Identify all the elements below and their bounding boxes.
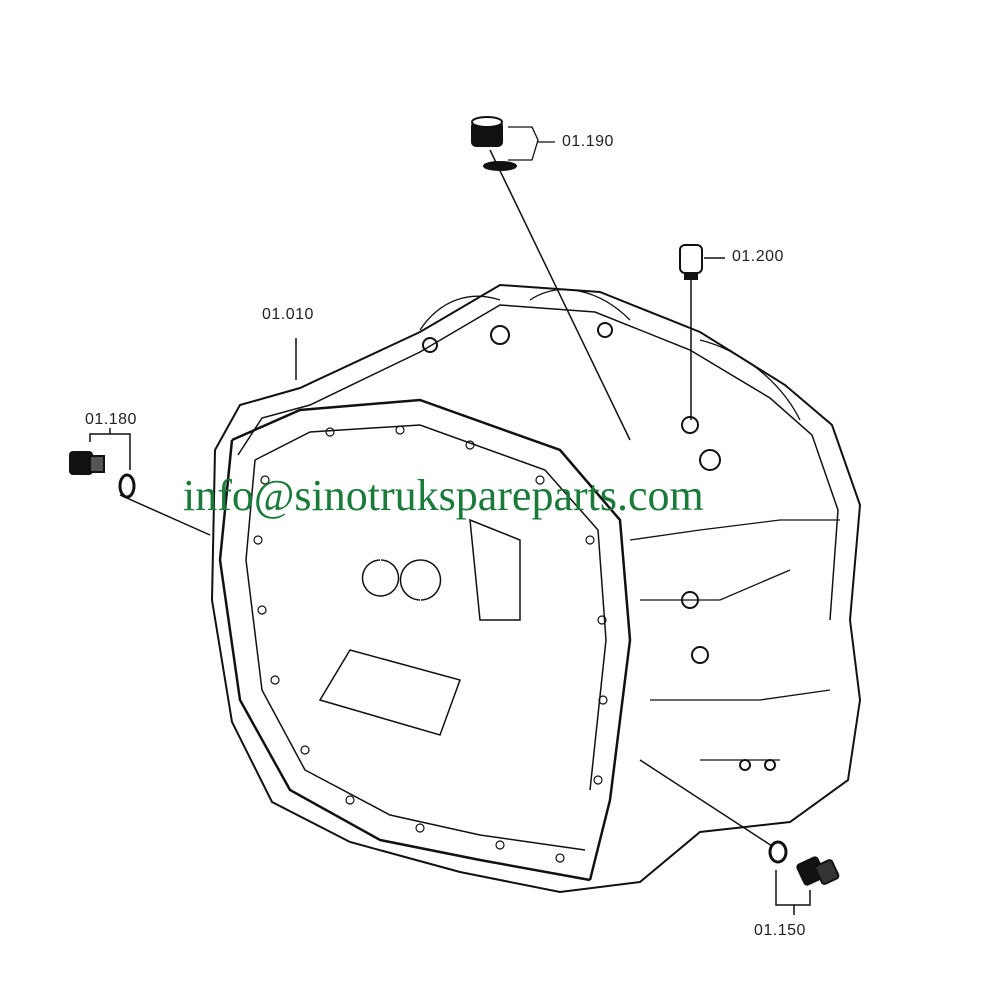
part-label-01-200: 01.200 <box>732 248 784 265</box>
housing-flange-inner <box>237 304 839 621</box>
bellhousing-face <box>218 398 632 882</box>
part-label-01-150: 01.150 <box>754 922 806 939</box>
watermark-email: info@sinotrukspareparts.com <box>183 471 704 520</box>
part-label-01-190: 01.190 <box>562 133 614 150</box>
plug-01-200 <box>679 244 703 280</box>
housing-flange-outer <box>210 283 862 894</box>
plug-01-180 <box>69 451 136 499</box>
plug-01-190 <box>471 116 517 171</box>
flange-bolt-holes <box>253 425 608 863</box>
part-label-01-010: 01.010 <box>262 306 314 323</box>
part-label-01-180: 01.180 <box>85 411 137 428</box>
plug-01-150 <box>768 840 840 886</box>
